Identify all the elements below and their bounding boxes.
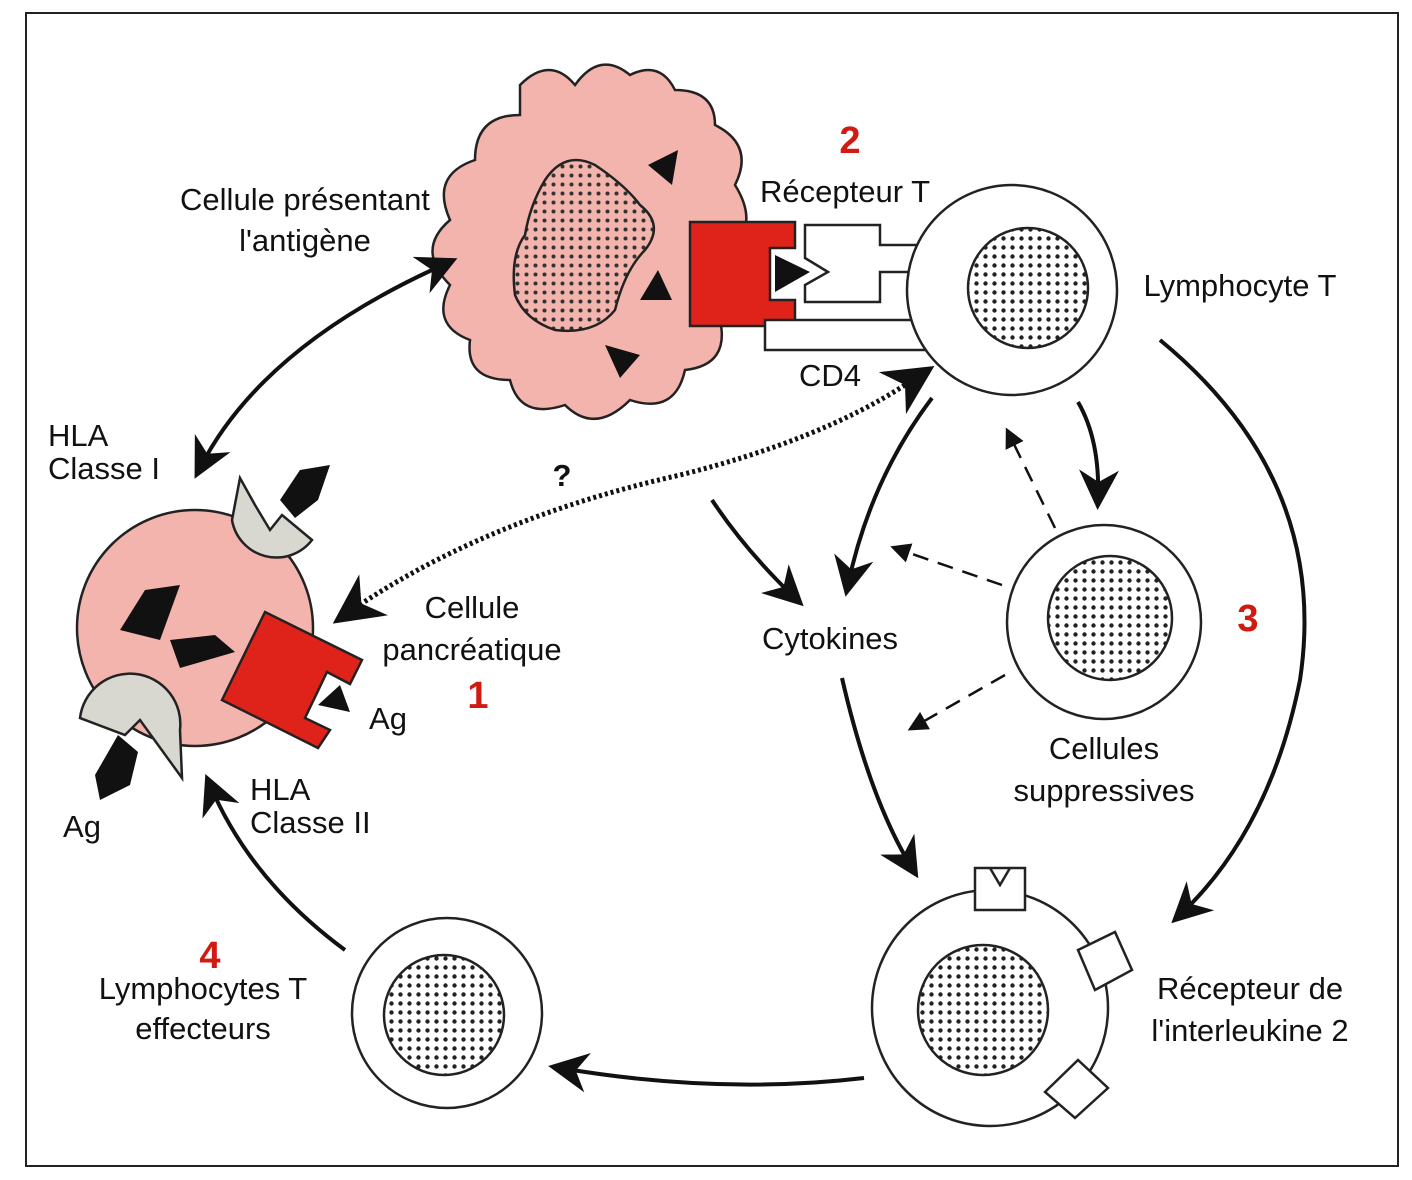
lymphocyte-t-label: Lymphocyte T: [1144, 268, 1337, 303]
antigen-ag-icon: [318, 685, 350, 712]
arrow-cytokines-to-il2cell: [840, 677, 919, 879]
il2-receptor-cell-nucleus: [916, 943, 1050, 1077]
ag-label-right: Ag: [369, 701, 407, 736]
ag-label-left: Ag: [63, 809, 101, 844]
pancreatic-hla-class-ii: [220, 610, 364, 750]
frame-border: [25, 12, 1399, 1167]
pancreatic-antigens: [120, 585, 235, 668]
arrow-lympho-to-il2cell: [1158, 338, 1307, 924]
pancreatic-label-line2: pancréatique: [382, 632, 561, 667]
arrow-question-link: [332, 365, 935, 624]
suppressive-label-line2: suppressives: [1014, 773, 1195, 808]
il2-receptor-label-line2: l'interleukine 2: [1151, 1013, 1348, 1048]
effector-t-cell-nucleus: [382, 953, 506, 1077]
apc-label-line1: Cellule présentant: [180, 182, 430, 217]
il2-receptors: [973, 866, 1134, 1120]
hla-class-i-label-line2: Classe I: [48, 451, 160, 486]
recepteur-t-label: Récepteur T: [760, 174, 930, 209]
effector-label-line2: effecteurs: [135, 1011, 271, 1046]
cd4-label: CD4: [799, 358, 861, 393]
apc-hla-class-ii: [688, 220, 797, 328]
cell-membrane-gap: [955, 240, 965, 355]
lymphocyte-t-nucleus: [966, 226, 1090, 350]
hla-class-i-label-line1: HLA: [48, 418, 109, 453]
arrow-to-cytokines: [710, 498, 804, 607]
arrow-il2cell-to-effector: [548, 1052, 865, 1093]
step-3-number: 3: [1237, 598, 1258, 640]
presented-antigen-icon: [775, 255, 810, 292]
antigen-hla-class-i-bottom: [95, 735, 138, 800]
effector-label-line1: Lymphocytes T: [99, 971, 308, 1006]
apc-label-line2: l'antigène: [239, 223, 371, 258]
pancreatic-label-line1: Cellule: [425, 590, 520, 625]
arrow-apc-pancreatic: [194, 256, 458, 479]
hla-class-ii-label-line2: Classe II: [250, 805, 371, 840]
hla-class-ii-label-line1: HLA: [250, 772, 311, 807]
t-cell-receptor: [803, 223, 957, 304]
step-2-number: 2: [839, 120, 860, 162]
step-4-number: 4: [199, 935, 220, 977]
antigen-triangles: [605, 150, 678, 378]
il2-receptor-label-line1: Récepteur de: [1157, 971, 1343, 1006]
suppressive-label-line1: Cellules: [1049, 731, 1159, 766]
step-1-number: 1: [467, 675, 488, 717]
apc-nucleus: [512, 158, 655, 332]
cytokines-label: Cytokines: [762, 621, 898, 656]
arrow-effector-to-pancreatic: [202, 773, 347, 952]
hla-class-i-top: [230, 474, 314, 559]
question-mark: ?: [553, 458, 572, 493]
hla-class-i-bottom: [78, 672, 184, 783]
antigen-hla-class-i-top: [280, 465, 330, 518]
suppressor-cell-nucleus: [1046, 554, 1174, 682]
arrow-lympho-to-suppressor: [1076, 400, 1119, 510]
dashed-arrows: [890, 427, 1057, 731]
